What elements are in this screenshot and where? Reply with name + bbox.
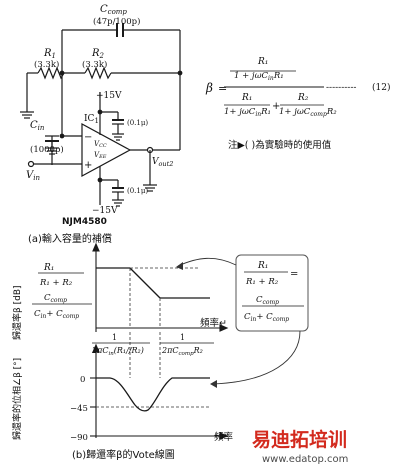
callout-arrows (176, 257, 301, 388)
formula-frac2-den: 1+ jωCcompR₂ (279, 107, 337, 118)
vee-label: VEE (94, 151, 107, 160)
part-number: NJM4580 (62, 217, 107, 227)
guide-lines (96, 267, 210, 408)
formula-number: (12) (372, 82, 390, 93)
high-level-den: R₁ + R₂ (39, 278, 73, 288)
ic-label: IC1 (84, 114, 99, 125)
freq-label-bottom: 頻率 (214, 431, 234, 443)
low-level-num: Ccomp (44, 293, 67, 304)
tick-90: −90 (70, 433, 88, 443)
cin-value: (1000p) (30, 144, 64, 155)
magnitude-curve (96, 267, 210, 299)
opamp-plus: + (84, 160, 92, 171)
formula-plus: + (272, 101, 280, 112)
caption-b: (b)歸還率β的Vote線圖 (72, 448, 175, 461)
formula-eq: = (218, 82, 227, 95)
low-level-den: Cin+ Ccomp (34, 309, 79, 320)
vplus-label: +15V (96, 91, 122, 101)
caption-a: (a)輸入容量的補償 (28, 232, 112, 245)
freq-label-top: 頻率↵ (200, 317, 227, 329)
ylabel-phase: 歸還率的位相∠β [°] (11, 358, 23, 440)
vminus-label: −15V (92, 206, 118, 216)
high-level-num: R₁ (43, 263, 54, 273)
bode-axes (90, 242, 229, 440)
circuit (20, 23, 183, 207)
vin-label: Vin (26, 170, 40, 182)
watermark: 易迪拓培训 www.edatop.com (252, 428, 348, 465)
ccomp-value: (47p/100p) (93, 16, 140, 27)
tick-45: −45 (70, 404, 88, 414)
cap-top-value: (0.1μ) (127, 119, 148, 127)
opamp-minus: − (84, 132, 92, 143)
formula-note: 注▶( )為實驗時的使用值 (228, 139, 332, 151)
watermark-brand: 易迪拓培训 (252, 428, 347, 451)
vout-label: Vout2 (152, 157, 173, 168)
formula-frac2-num: R₂ (297, 93, 309, 103)
formula-dashes: ---------- (326, 83, 356, 93)
f2-den: 2πCcompR₂ (161, 346, 203, 357)
box-num2: Ccomp (256, 295, 279, 306)
f1-num: 1 (112, 333, 117, 342)
cin-label: Cin (30, 120, 45, 132)
box-num: R₁ (257, 261, 268, 271)
vcc-label: VCC (94, 140, 107, 149)
formula-main-num-den: 1 + jωCinR₁ (234, 71, 284, 82)
formula-main-num: R₁ (257, 57, 268, 67)
tick-0: 0 (80, 375, 85, 385)
f2-num: 1 (180, 333, 185, 342)
r1-value: (3.3k) (34, 59, 59, 70)
r2-label: R2 (91, 48, 105, 60)
formula: β = R₁ 1 + jωCinR₁ R₁ 1+ jωCinR₁ + R₂ 1+… (205, 57, 390, 151)
r2-value: (3.3k) (82, 59, 107, 70)
formula-beta: β (205, 81, 213, 95)
cap-bot-value: (0.1μ) (127, 187, 148, 195)
box-den2: Cin+ Ccomp (244, 312, 289, 323)
callout-box: R₁ = R₁ + R₂ Ccomp Cin+ Ccomp (235, 254, 309, 332)
formula-frac1-den: 1+ jωCinR₁ (224, 107, 271, 118)
watermark-url: www.edatop.com (262, 454, 348, 465)
formula-frac1-num: R₁ (241, 93, 252, 103)
box-den: R₁ + R₂ (245, 277, 279, 287)
ccomp-label: Ccomp (100, 4, 127, 16)
phase-curve (96, 377, 210, 412)
ylabel-magnitude: 歸還率β [dB] (11, 285, 23, 340)
f1-den: 2πCin(R₁//R₂) (91, 346, 144, 357)
box-eq: = (290, 269, 298, 280)
r1-label: R1 (43, 48, 56, 60)
